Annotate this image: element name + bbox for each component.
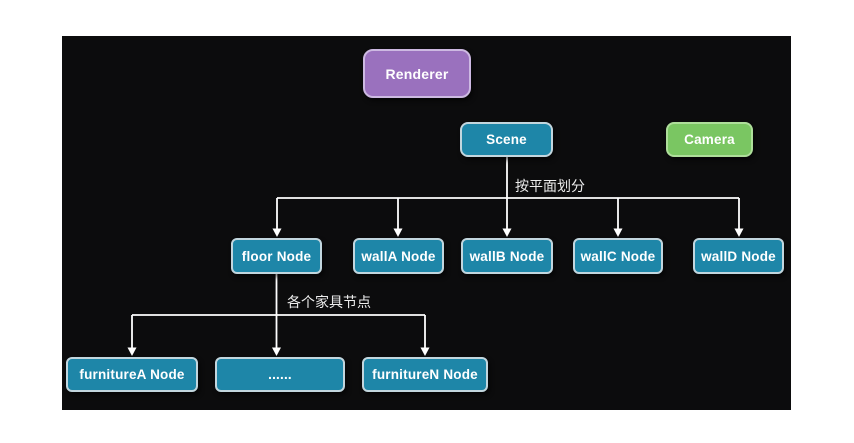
node-scene-label: Scene [486,132,527,147]
node-furnitureA-label: furnitureA Node [79,367,185,382]
node-floor: floor Node [231,238,322,274]
node-floor-label: floor Node [241,248,312,264]
node-wallD: wallD Node [693,238,784,274]
node-ellipsis-label: ...... [268,367,292,382]
node-wallC: wallC Node [573,238,663,274]
node-renderer: Renderer [363,49,471,98]
node-furnitureN-label: furnitureN Node [372,367,478,382]
node-ellipsis: ...... [215,357,345,392]
node-furnitureN: furnitureN Node [362,357,488,392]
node-renderer-label: Renderer [385,65,449,82]
node-wallB: wallB Node [461,238,553,274]
node-wallC-label: wallC Node [580,248,656,264]
node-furnitureA: furnitureA Node [66,357,198,392]
node-camera: Camera [666,122,753,157]
scene-graph-diagram: Renderer Scene Camera 按平面划分 floor Node w… [62,36,791,410]
node-wallD-label: wallD Node [701,248,776,264]
node-scene: Scene [460,122,553,157]
edge-label-plane-split: 按平面划分 [515,178,585,194]
node-camera-label: Camera [684,132,735,147]
node-wallA: wallA Node [353,238,444,274]
node-wallB-label: wallB Node [469,248,545,264]
node-wallA-label: wallA Node [361,248,436,264]
edge-label-furniture-nodes: 各个家具节点 [287,294,371,310]
